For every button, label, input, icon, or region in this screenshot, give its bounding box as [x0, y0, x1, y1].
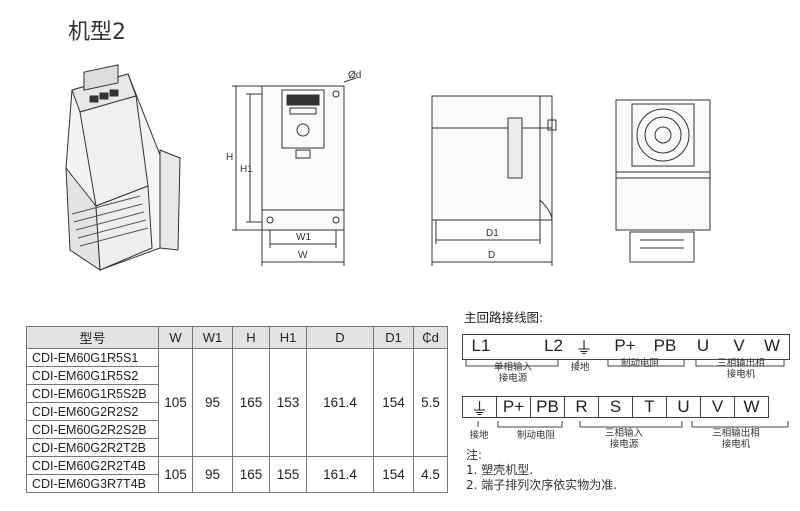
terminal-p-plus: P+: [614, 336, 636, 355]
terminal-v: V: [733, 336, 745, 355]
value-h1: 155: [269, 456, 307, 493]
dim-label-w: W: [298, 250, 308, 261]
value-d1: 154: [373, 348, 414, 457]
bracket-lines-row-1: [465, 360, 785, 367]
header-w1: W1: [192, 326, 233, 349]
model-cell: CDI-EM60G2R2T4B: [26, 456, 159, 475]
dim-label-h1: H1: [240, 164, 253, 175]
model-cell: CDI-EM60G1R5S1: [26, 348, 159, 367]
model-cell: CDI-EM60G2R2S2: [26, 402, 159, 421]
model-cell: CDI-EM60G1R5S2: [26, 366, 159, 385]
front-view: [232, 77, 357, 266]
terminal-ground: ⏚: [462, 396, 497, 419]
table-row: CDI-EM60G2R2S2B: [26, 420, 448, 439]
table-row: CDI-EM60G2R2S2: [26, 402, 448, 421]
dim-label-d1: D1: [486, 228, 499, 239]
dim-label-d-depth: D: [488, 250, 495, 261]
dim-label-h: H: [226, 152, 233, 163]
terminal-u: U: [666, 396, 701, 418]
terminal-pb: PB: [530, 396, 565, 418]
terminal-l1: L1: [471, 336, 491, 355]
label-three-phase-output-1: 三相输出相 接电机: [717, 358, 765, 380]
note-item: 1. 塑壳机型.: [466, 463, 534, 477]
value-w: 105: [158, 456, 193, 493]
label-brake-resistor-2: 制动电阻: [516, 430, 555, 441]
side-view: [431, 95, 557, 266]
value-d: 161.4: [306, 348, 374, 457]
table-row: CDI-EM60G1R5S1 105 95 165 153 161.4 154 …: [26, 348, 448, 457]
terminal-ground: ⏚: [575, 338, 593, 358]
page-title: 机型2: [68, 20, 126, 45]
label-three-phase-output-2: 三相输出相 接电机: [712, 428, 760, 450]
dim-label-w1: W1: [296, 232, 311, 243]
terminal-row-2: ⏚ P+ PB R S T U V W: [462, 396, 769, 419]
header-d1: D1: [373, 326, 414, 349]
dimension-drawings: Ød H H1 W1 W D1 D: [65, 64, 711, 271]
perspective-view: [65, 64, 181, 271]
header-h1: H1: [269, 326, 307, 349]
table-header-row: 型号 W W1 H H1 D D1 ₵d: [26, 326, 448, 349]
terminal-l2: L2: [544, 336, 563, 355]
value-h: 165: [232, 348, 270, 457]
model-cell: CDI-EM60G2R2S2B: [26, 420, 159, 439]
table-row: CDI-EM60G2R2T4B 105 95 165 155 161.4 154…: [26, 456, 448, 493]
label-ground-1: 接地: [570, 362, 590, 373]
dim-label-d: Ød: [348, 70, 361, 81]
value-w1: 95: [192, 348, 233, 457]
label-brake-resistor-1: 制动电阻: [620, 358, 659, 369]
terminal-w: W: [763, 336, 781, 355]
table-row: CDI-EM60G3R7T4B: [26, 474, 448, 493]
back-view: [615, 99, 711, 263]
label-three-phase-input: 三相输入 接电源: [604, 428, 643, 450]
model-cell: CDI-EM60G1R5S2B: [26, 384, 159, 403]
wiring-title: 主回路接线图:: [464, 310, 544, 325]
label-ground-2: 接地: [469, 430, 489, 441]
value-h: 165: [232, 456, 270, 493]
value-w1: 95: [192, 456, 233, 493]
value-cd: 5.5: [413, 348, 448, 457]
terminal-r: R: [564, 396, 599, 418]
bracket-lines-row-2: [477, 421, 789, 428]
terminal-t: T: [632, 396, 667, 418]
header-h: H: [232, 326, 270, 349]
value-w: 105: [158, 348, 193, 457]
model-cell: CDI-EM60G2R2T2B: [26, 438, 159, 457]
terminal-v: V: [700, 396, 735, 418]
value-d1: 154: [373, 456, 414, 493]
terminal-u: U: [696, 336, 710, 355]
notes-block: 注: 1. 塑壳机型. 2. 端子排列次序依实物为准.: [466, 448, 617, 493]
note-item: 2. 端子排列次序依实物为准.: [466, 478, 618, 492]
notes-heading: 注:: [466, 448, 483, 462]
model-cell: CDI-EM60G3R7T4B: [26, 474, 159, 493]
header-w: W: [158, 326, 193, 349]
value-d: 161.4: [306, 456, 374, 493]
terminal-row-1: L1 L2 ⏚ P+ PB U V W: [462, 334, 790, 360]
header-model: 型号: [26, 326, 159, 349]
terminal-s: S: [598, 396, 633, 418]
spec-table: 型号 W W1 H H1 D D1 ₵d CDI-EM60G1R5S1 105 …: [26, 326, 448, 493]
value-h1: 153: [269, 348, 307, 457]
header-cd: ₵d: [413, 326, 448, 349]
value-cd: 4.5: [413, 456, 448, 493]
terminal-p-plus: P+: [496, 396, 531, 418]
terminal-w: W: [734, 396, 769, 418]
terminal-pb: PB: [653, 336, 677, 355]
header-d: D: [306, 326, 374, 349]
label-single-phase-input: 单相输入 接电源: [493, 362, 532, 384]
